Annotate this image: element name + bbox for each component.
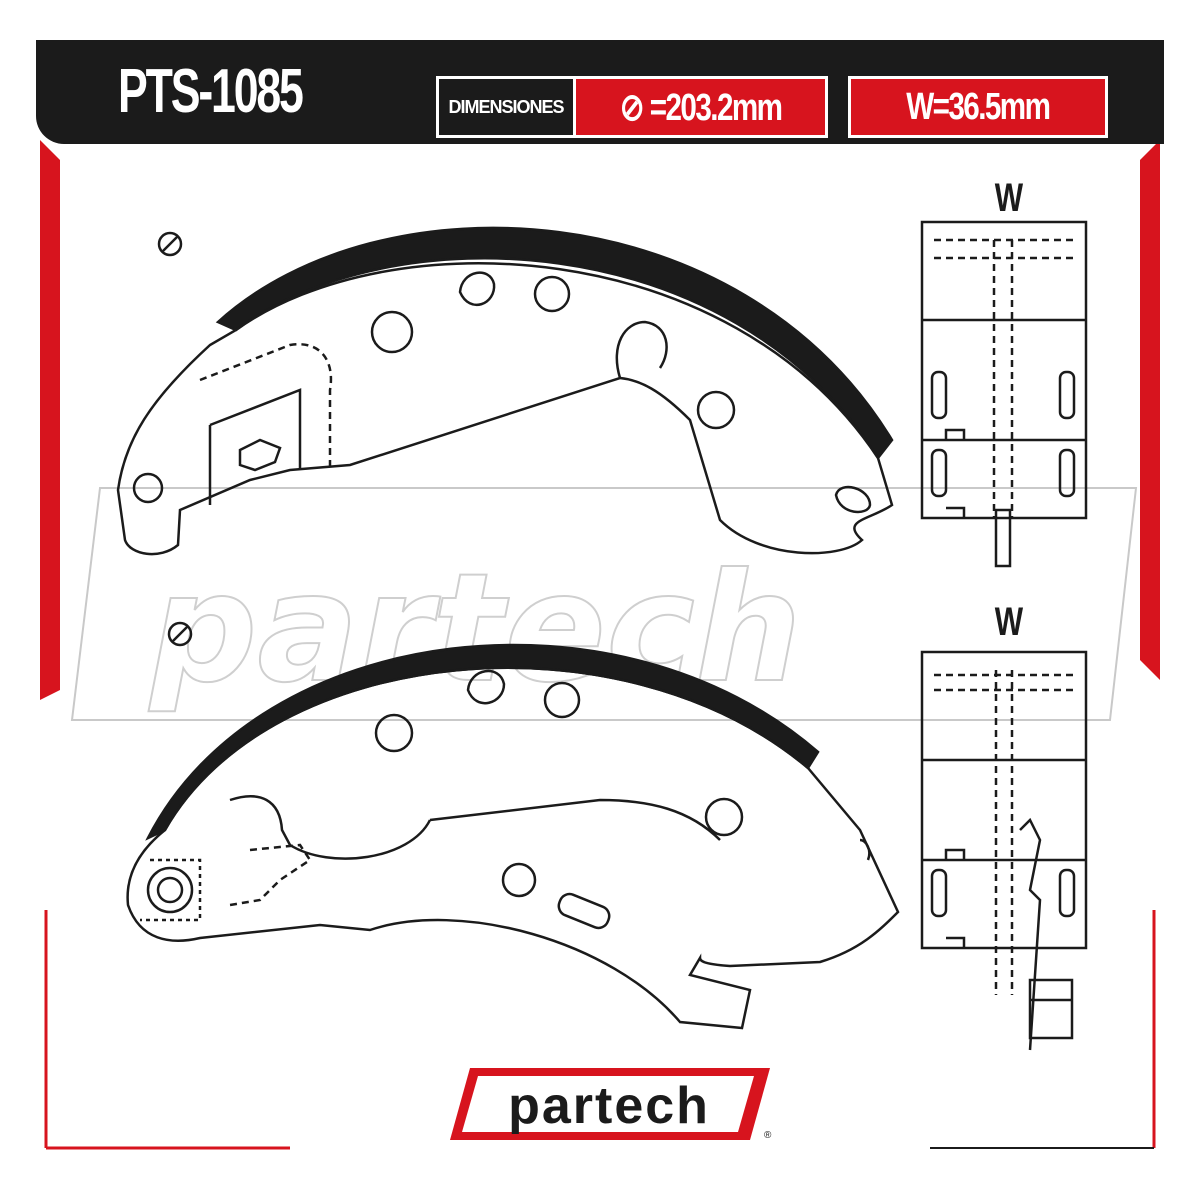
top-width-label: W xyxy=(994,176,1024,220)
dimensions-label: DIMENSIONES xyxy=(439,79,576,135)
diameter-value: ⊘ =203.2mm xyxy=(576,79,825,135)
top-shoe-end-view xyxy=(920,220,1088,568)
width-value-box: W=36.5mm xyxy=(848,76,1108,138)
trademark-symbol: ® xyxy=(764,1130,772,1141)
bottom-width-label: W xyxy=(994,600,1024,644)
part-number: PTS-1085 xyxy=(118,57,304,126)
watermark-logo: partech xyxy=(70,487,1138,721)
logo-text: partech xyxy=(508,1077,710,1135)
partech-logo xyxy=(450,1068,770,1140)
dimensions-box: DIMENSIONES ⊘ =203.2mm xyxy=(436,76,828,138)
top-shoe-side-view xyxy=(116,226,894,556)
bottom-shoe-end-view xyxy=(920,650,1088,1051)
width-value-text: W=36.5mm xyxy=(906,85,1051,128)
diameter-value-text: ⊘ =203.2mm xyxy=(619,86,783,129)
bottom-shoe-side-view xyxy=(126,621,900,1030)
